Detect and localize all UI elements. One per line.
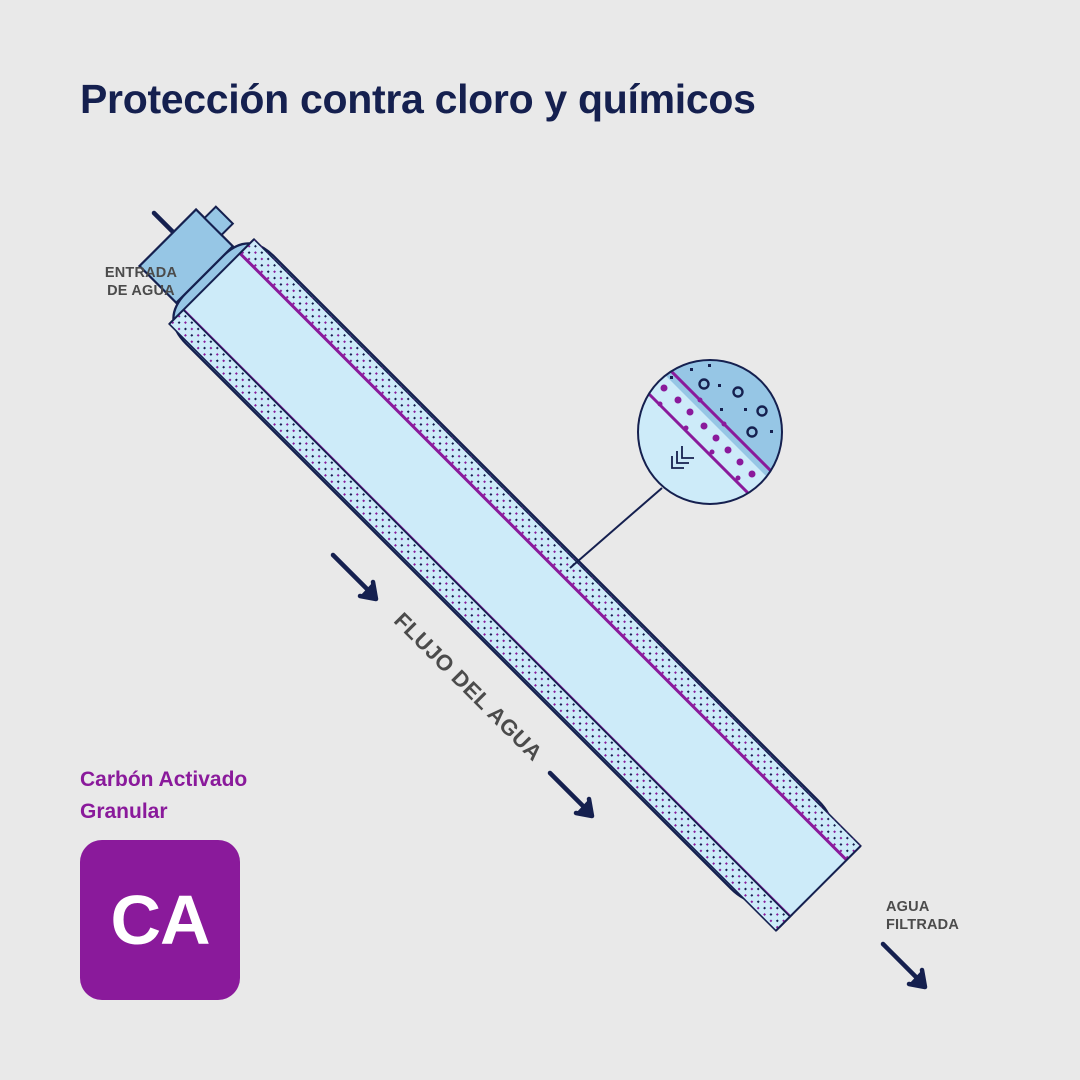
page-title: Protección contra cloro y químicos <box>80 76 756 122</box>
zoom-leader-line <box>569 487 663 569</box>
media-badge: CA <box>80 840 240 1000</box>
flow-arrow-bottom <box>547 770 595 819</box>
cartridge <box>137 205 862 932</box>
outlet-label: AGUA FILTRADA <box>886 899 960 933</box>
flow-arrow-top <box>330 552 379 602</box>
filtered-water-channel <box>183 253 847 917</box>
outlet-arrow <box>880 941 928 990</box>
flow-chevron-icon <box>671 446 694 469</box>
magnified-detail <box>637 359 783 505</box>
media-name: Carbón Activado Granular <box>80 768 248 823</box>
inlet-tab <box>203 205 235 237</box>
inlet-label: ENTRADA DE AGUA <box>104 265 178 299</box>
